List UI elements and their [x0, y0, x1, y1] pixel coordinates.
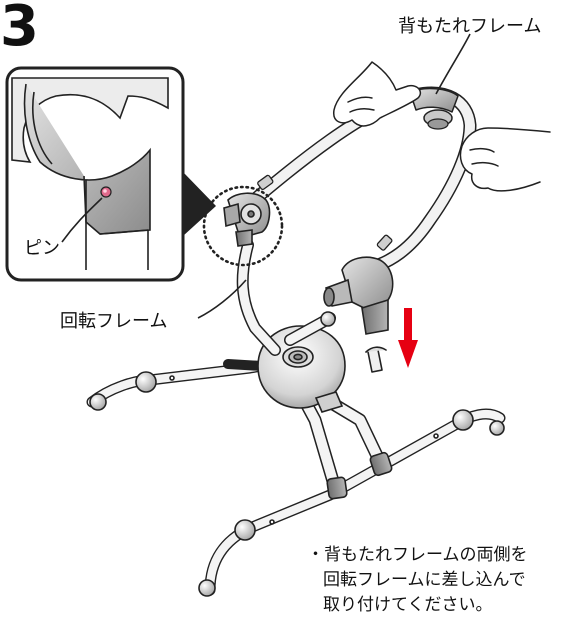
- hands: [333, 61, 551, 192]
- rotate-frame: [236, 239, 387, 373]
- instruction-text: ・背もたれフレームの両側を 回転フレームに差し込んで 取り付けてください。: [307, 543, 528, 618]
- right-joint: [323, 256, 394, 335]
- left-joint: [223, 192, 271, 247]
- highlight-circle: [202, 185, 284, 267]
- assembly-illustration: [5, 33, 551, 597]
- label-pin: ピン: [24, 238, 60, 259]
- instruction-line-1: ・背もたれフレームの両側を: [307, 545, 528, 565]
- backrest-frame: [235, 86, 477, 275]
- instruction-line-3: 取り付けてください。: [323, 595, 493, 615]
- label-rotate-frame: 回転フレーム: [60, 311, 168, 332]
- label-backrest-frame: 背もたれフレーム: [398, 16, 542, 37]
- pin-zoom-callout: [5, 66, 216, 282]
- down-arrow-icon: [398, 308, 418, 368]
- rotate-leader-line: [197, 279, 247, 319]
- step-number: 3: [0, 0, 39, 59]
- base-legs: [86, 359, 506, 597]
- instruction-line-2: 回転フレームに差し込んで: [323, 570, 526, 590]
- backrest-leader-line: [435, 33, 471, 95]
